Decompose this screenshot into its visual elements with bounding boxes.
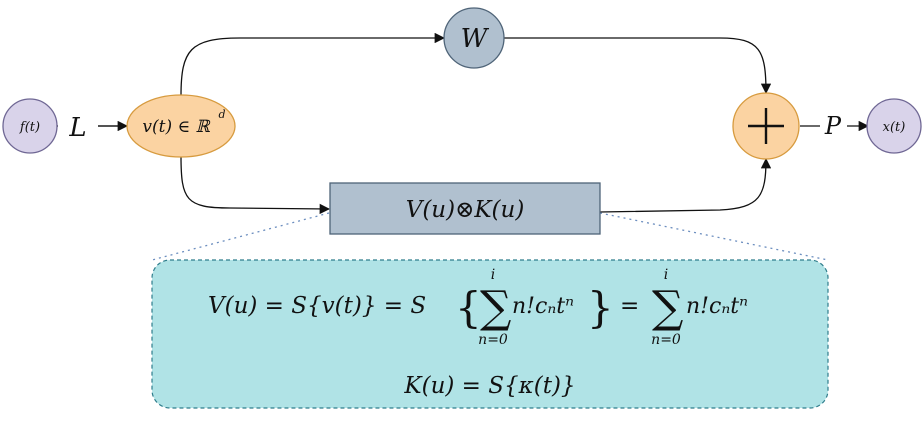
dotted-guide-right — [599, 212, 829, 261]
hidden-node-label: v(t) ∈ ℝ — [142, 117, 211, 137]
input-node-label: f(t) — [19, 120, 40, 135]
weight-node-label: W — [461, 24, 490, 54]
equation-panel: V(u) = S{v(t)} = S { ∑ i n=0 n!cₙtⁿ } = … — [151, 259, 829, 409]
v-equation-sum-symbol-2: ∑ — [652, 282, 683, 333]
edge-conv-to-sum — [599, 157, 772, 213]
v-equation-sum2-upper: i — [664, 267, 668, 283]
hidden-node: v(t) ∈ ℝ d — [126, 94, 236, 158]
output-node-label: x(t) — [883, 120, 906, 135]
v-equation-term-2: n!cₙtⁿ — [686, 294, 748, 319]
output-node: x(t) — [866, 98, 922, 154]
edge-hidden-to-conv — [180, 155, 331, 215]
v-equation-sum2-lower: n=0 — [651, 332, 681, 348]
edge-hidden-to-weight — [180, 32, 446, 97]
hidden-node-superscript: d — [218, 108, 225, 121]
weight-node: W — [443, 7, 505, 69]
conv-box: V(u)⊗K(u) — [329, 182, 601, 235]
v-equation-open-brace: { — [455, 283, 482, 332]
project-label: P — [824, 112, 842, 140]
sum-node — [732, 92, 800, 160]
k-equation: K(u) = S{κ(t)} — [403, 373, 575, 399]
v-equation-equals: = — [620, 293, 639, 319]
v-equation-close-brace: } — [587, 283, 614, 332]
edge-weight-to-sum — [504, 37, 772, 95]
dotted-guide-left — [151, 212, 330, 261]
lift-label: L — [68, 113, 86, 143]
v-equation-sum1-upper: i — [491, 267, 495, 283]
conv-box-label: V(u)⊗K(u) — [406, 197, 525, 223]
v-equation-lhs: V(u) = S{v(t)} = S — [208, 293, 426, 319]
v-equation-term-1: n!cₙtⁿ — [512, 294, 574, 319]
v-equation-sum1-lower: n=0 — [478, 332, 508, 348]
input-node: f(t) — [2, 98, 58, 154]
v-equation-sum-symbol-1: ∑ — [480, 282, 511, 333]
